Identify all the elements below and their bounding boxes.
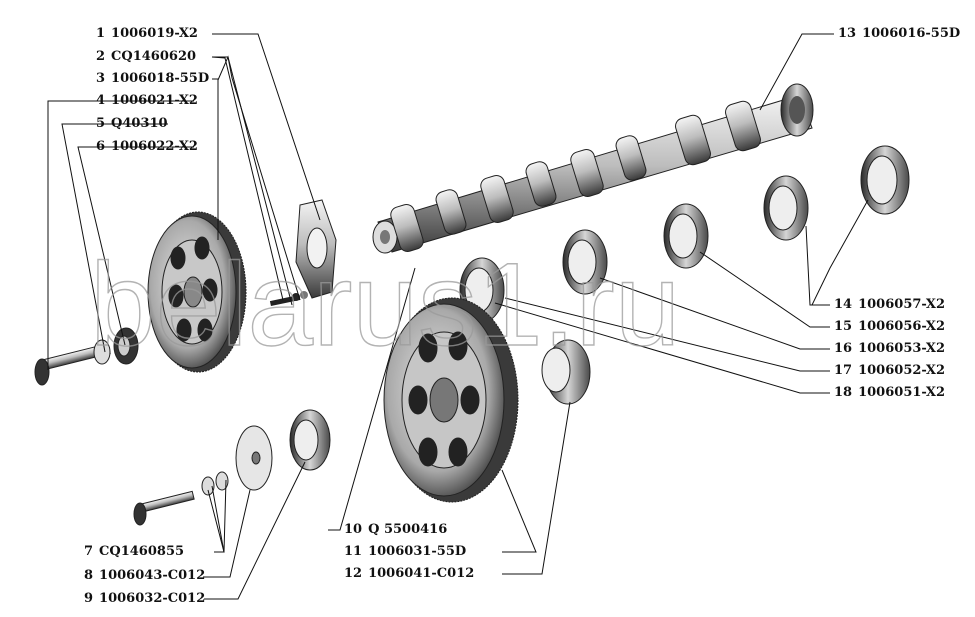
leader-lines xyxy=(47,33,869,600)
camshaft-gear xyxy=(147,211,247,373)
thrust-plate xyxy=(295,199,337,299)
watermark: belarus1.ru xyxy=(90,239,680,371)
idler-shaft xyxy=(235,409,331,491)
idler-bolt-assembly xyxy=(133,471,229,526)
idler-gear xyxy=(383,297,519,503)
bushing-16 xyxy=(663,203,709,269)
small-bolts xyxy=(269,291,308,307)
bushing-14 xyxy=(860,145,910,215)
gear-bolt-assembly xyxy=(34,327,139,386)
camshaft xyxy=(372,83,814,254)
bushing-15 xyxy=(763,175,809,241)
bushing-17 xyxy=(562,229,608,295)
idler-bushing xyxy=(541,339,591,405)
